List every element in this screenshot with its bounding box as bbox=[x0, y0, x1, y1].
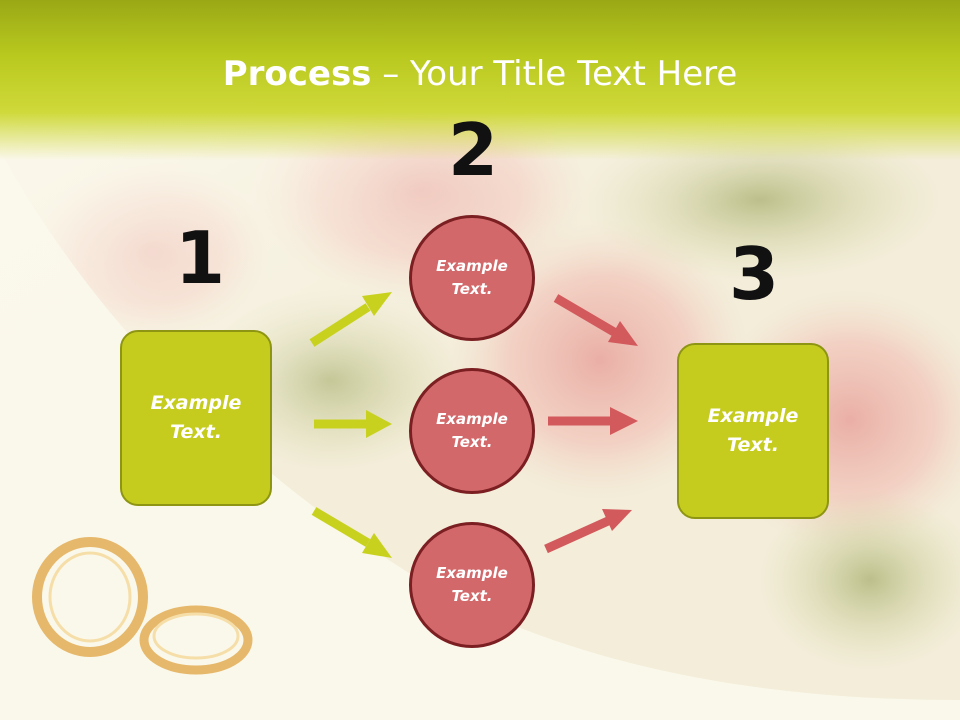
circle-step-2b: Example Text. bbox=[409, 368, 535, 494]
step-number-3: 3 bbox=[728, 232, 780, 316]
circle-step-2a: Example Text. bbox=[409, 215, 535, 341]
arrow-bottom-to-right bbox=[544, 509, 632, 554]
arrow-left-to-middle bbox=[314, 410, 392, 438]
circle-step-2c: Example Text. bbox=[409, 522, 535, 648]
step-number-2: 2 bbox=[447, 108, 499, 192]
circle-step-2c-text: Example Text. bbox=[436, 564, 508, 605]
box-step-3-text: Example Text. bbox=[707, 405, 799, 456]
box-step-3: Example Text. bbox=[677, 343, 829, 519]
circle-step-2a-text: Example Text. bbox=[436, 257, 508, 298]
box-step-1-text: Example Text. bbox=[150, 392, 242, 443]
circle-step-2b-text: Example Text. bbox=[436, 410, 508, 451]
arrow-left-to-top bbox=[309, 292, 392, 347]
box-step-1: Example Text. bbox=[120, 330, 272, 506]
wedding-rings-image bbox=[32, 537, 253, 675]
step-number-1: 1 bbox=[174, 216, 226, 300]
title-bold: Process bbox=[222, 54, 372, 94]
arrow-middle-to-right bbox=[548, 407, 638, 435]
arrow-top-to-right bbox=[553, 294, 638, 346]
arrow-left-to-bottom bbox=[311, 507, 392, 558]
title-rest: – Your Title Text Here bbox=[371, 54, 738, 94]
slide-title: Process – Your Title Text Here bbox=[0, 52, 960, 96]
header-band bbox=[0, 0, 960, 160]
